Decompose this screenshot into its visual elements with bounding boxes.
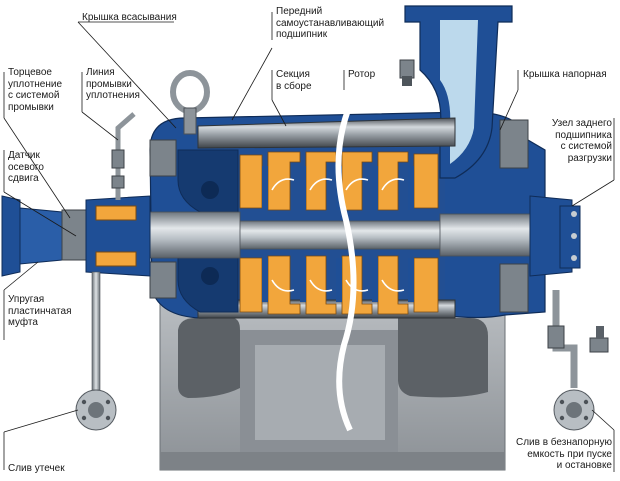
suction-chamber [177,149,239,313]
discharge-nozzle [399,5,513,179]
label-drain-tank: Слив в безнапорную емкость при пуске и о… [515,437,612,471]
label-suction-cover: Крышка всасывания [82,12,177,23]
coupling [1,195,87,277]
front-bearing [85,195,151,277]
label-leak-drain: Слив утечек [8,463,65,474]
lifting-eye [170,70,210,135]
leader-lines [3,12,615,472]
label-mech-seal: Торцевое уплотнение с системой промывки [8,67,63,113]
label-flush-line: Линия промывки уплотнения [86,67,140,101]
rear-bearing [529,195,581,277]
label-section-assembly: Секция в сборе [276,69,312,92]
label-front-bearing: Передний самоустанавливающий подшипник [276,6,385,40]
label-discharge-cover: Крышка напорная [523,69,607,80]
base-frame [159,299,506,471]
label-coupling: Упругая пластинчатая муфта [8,294,72,328]
label-rear-bearing: Узел заднего подшипника с системой разгр… [551,118,612,164]
tank-drain-pipe [547,290,609,431]
leak-drain-pipe [75,271,117,431]
label-axial-sensor: Датчик осевого сдвига [8,150,44,184]
cutaway-break [335,108,357,432]
label-rotor: Ротор [348,69,376,80]
flush-line [111,112,136,200]
